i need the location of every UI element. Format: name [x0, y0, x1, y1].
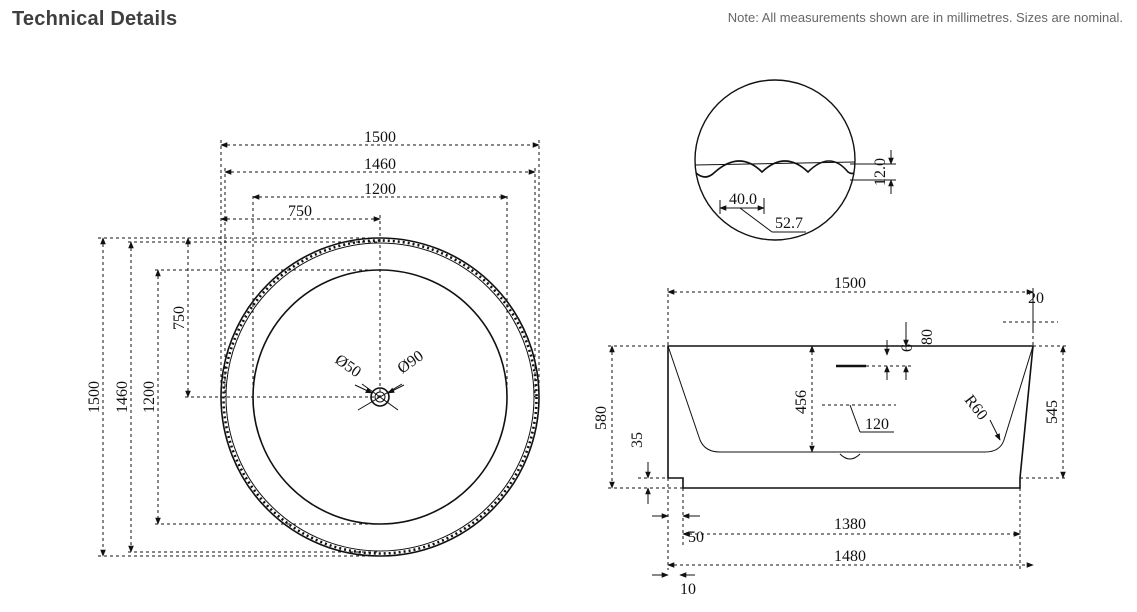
- detail-circle: [694, 79, 856, 241]
- tub-drain: [839, 453, 861, 460]
- leader-527: [739, 207, 773, 233]
- dim-top-1500: 1500: [364, 129, 396, 146]
- dim-side-r60: R60: [961, 392, 991, 423]
- dim-side-1380: 1380: [834, 516, 866, 533]
- dim-drain-50: Ø50: [332, 351, 364, 381]
- dim-top-750: 750: [288, 203, 312, 220]
- leader-120: [849, 404, 861, 433]
- dim-side-edge-20: 20: [1028, 290, 1044, 307]
- dim-detail-40: 40.0: [729, 191, 757, 208]
- dim-top-1460: 1460: [364, 156, 396, 173]
- dim-side-50: 50: [688, 529, 704, 546]
- dim-left-1500: 1500: [86, 381, 103, 413]
- dim-side-580: 580: [593, 406, 610, 430]
- dim-detail-527: 52.7: [775, 215, 803, 232]
- detail-scallop-profile: [695, 160, 855, 178]
- dim-drain-90: Ø90: [395, 348, 427, 378]
- dim-side-545: 545: [1044, 400, 1061, 424]
- dim-side-6: 6: [899, 344, 916, 352]
- dim-left-750: 750: [171, 306, 188, 330]
- page-title: Technical Details: [12, 8, 178, 30]
- outer-rim-inner: [225, 242, 535, 552]
- side-view: 1500 20 80 6 456 120 R60: [593, 275, 1068, 598]
- dim-detail-12: 12.0: [872, 158, 889, 186]
- dim-side-top-1500: 1500: [834, 275, 866, 292]
- drain-arrow-left: [354, 384, 373, 394]
- dim-top-1200: 1200: [364, 181, 396, 198]
- tub-outer-profile: [667, 345, 1034, 489]
- plan-view: 1500 1460 1200 750 1500 1460 1200 750: [86, 129, 540, 557]
- detail-view: 12.0 40.0 52.7: [694, 79, 896, 241]
- dim-side-10: 10: [680, 581, 696, 598]
- dim-side-120: 120: [865, 416, 889, 433]
- dim-left-1460: 1460: [114, 381, 131, 413]
- tub-inner-profile: [667, 345, 1034, 453]
- dim-side-35: 35: [629, 432, 646, 448]
- leader-r60: [989, 419, 1001, 441]
- dim-side-1480: 1480: [834, 548, 866, 565]
- dim-left-1200: 1200: [141, 381, 158, 413]
- dim-side-80: 80: [919, 329, 936, 345]
- measurement-note: Note: All measurements shown are in mill…: [727, 10, 1123, 25]
- drain-arrow-right: [387, 384, 405, 394]
- dim-side-456: 456: [793, 390, 810, 414]
